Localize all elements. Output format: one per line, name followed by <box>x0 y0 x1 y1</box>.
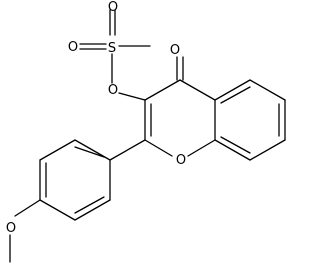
bond-c4a-c5-double <box>220 86 251 104</box>
sulfonyl-group <box>79 9 151 84</box>
bond-c8a-o1 <box>187 139 216 157</box>
bond-o-ester-c3 <box>118 92 146 101</box>
bond-c4a-c5 <box>214 79 251 101</box>
bond-c1p-c2p-double <box>74 146 105 158</box>
atom-o-ester: O <box>108 83 118 98</box>
bond-c8-c8a-double <box>220 136 251 154</box>
bond-c8-c8a <box>214 139 251 161</box>
atom-o-ring: O <box>176 153 186 168</box>
atom-o-sulfonyl-left: O <box>68 40 78 55</box>
pyranone-ring <box>144 56 216 157</box>
bond-c4-c4a <box>179 79 216 101</box>
bond-c4p-o-methoxy <box>14 199 41 217</box>
structure-canvas: O O O O S O O <box>5 0 286 263</box>
bond-c2-c1p <box>109 139 146 161</box>
bond-c2p-c3p <box>39 139 76 161</box>
bond-c4p-c5p <box>39 199 76 221</box>
methoxyphenyl-ring <box>9 139 146 263</box>
bond-o1-c2 <box>144 139 173 157</box>
bond-c3-c4 <box>144 79 181 101</box>
molecule-diagram: O O O O S O O <box>6 0 286 263</box>
atom-o-carbonyl: O <box>170 43 180 58</box>
bond-c5-c6 <box>249 79 286 101</box>
bond-c5p-c6p-double <box>74 196 105 214</box>
bond-c1p-c2p <box>74 139 111 161</box>
bond-c7-c8 <box>249 139 286 161</box>
bond-c5p-c6p <box>74 199 111 221</box>
atom-labels: O O O O S O O <box>6 0 186 236</box>
atom-s-sulfonyl: S <box>108 41 116 56</box>
atom-o-methoxy: O <box>6 221 16 236</box>
benzo-ring <box>214 79 286 161</box>
atom-o-sulfonyl-top: O <box>108 0 118 15</box>
